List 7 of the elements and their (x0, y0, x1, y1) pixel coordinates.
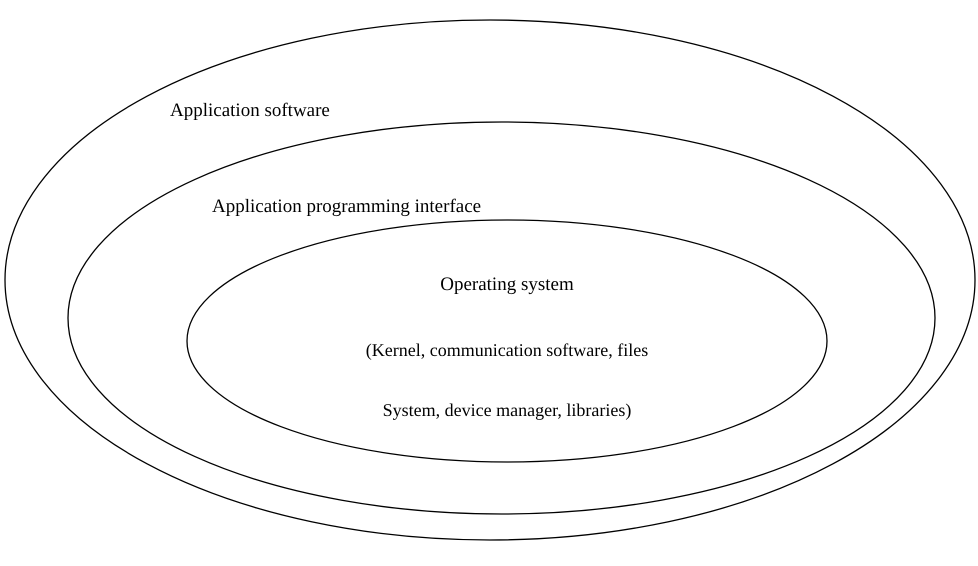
layer-label: Application programming interface (212, 196, 482, 219)
layer-ellipse (187, 220, 827, 462)
layer-label: (Kernel, communication software, files System, device manager, libraries) (364, 339, 650, 422)
layer-ellipse (68, 122, 935, 514)
layer-label: Application software (170, 100, 330, 123)
layer-ellipse (5, 20, 975, 540)
layer-label: Operating system (440, 274, 574, 297)
